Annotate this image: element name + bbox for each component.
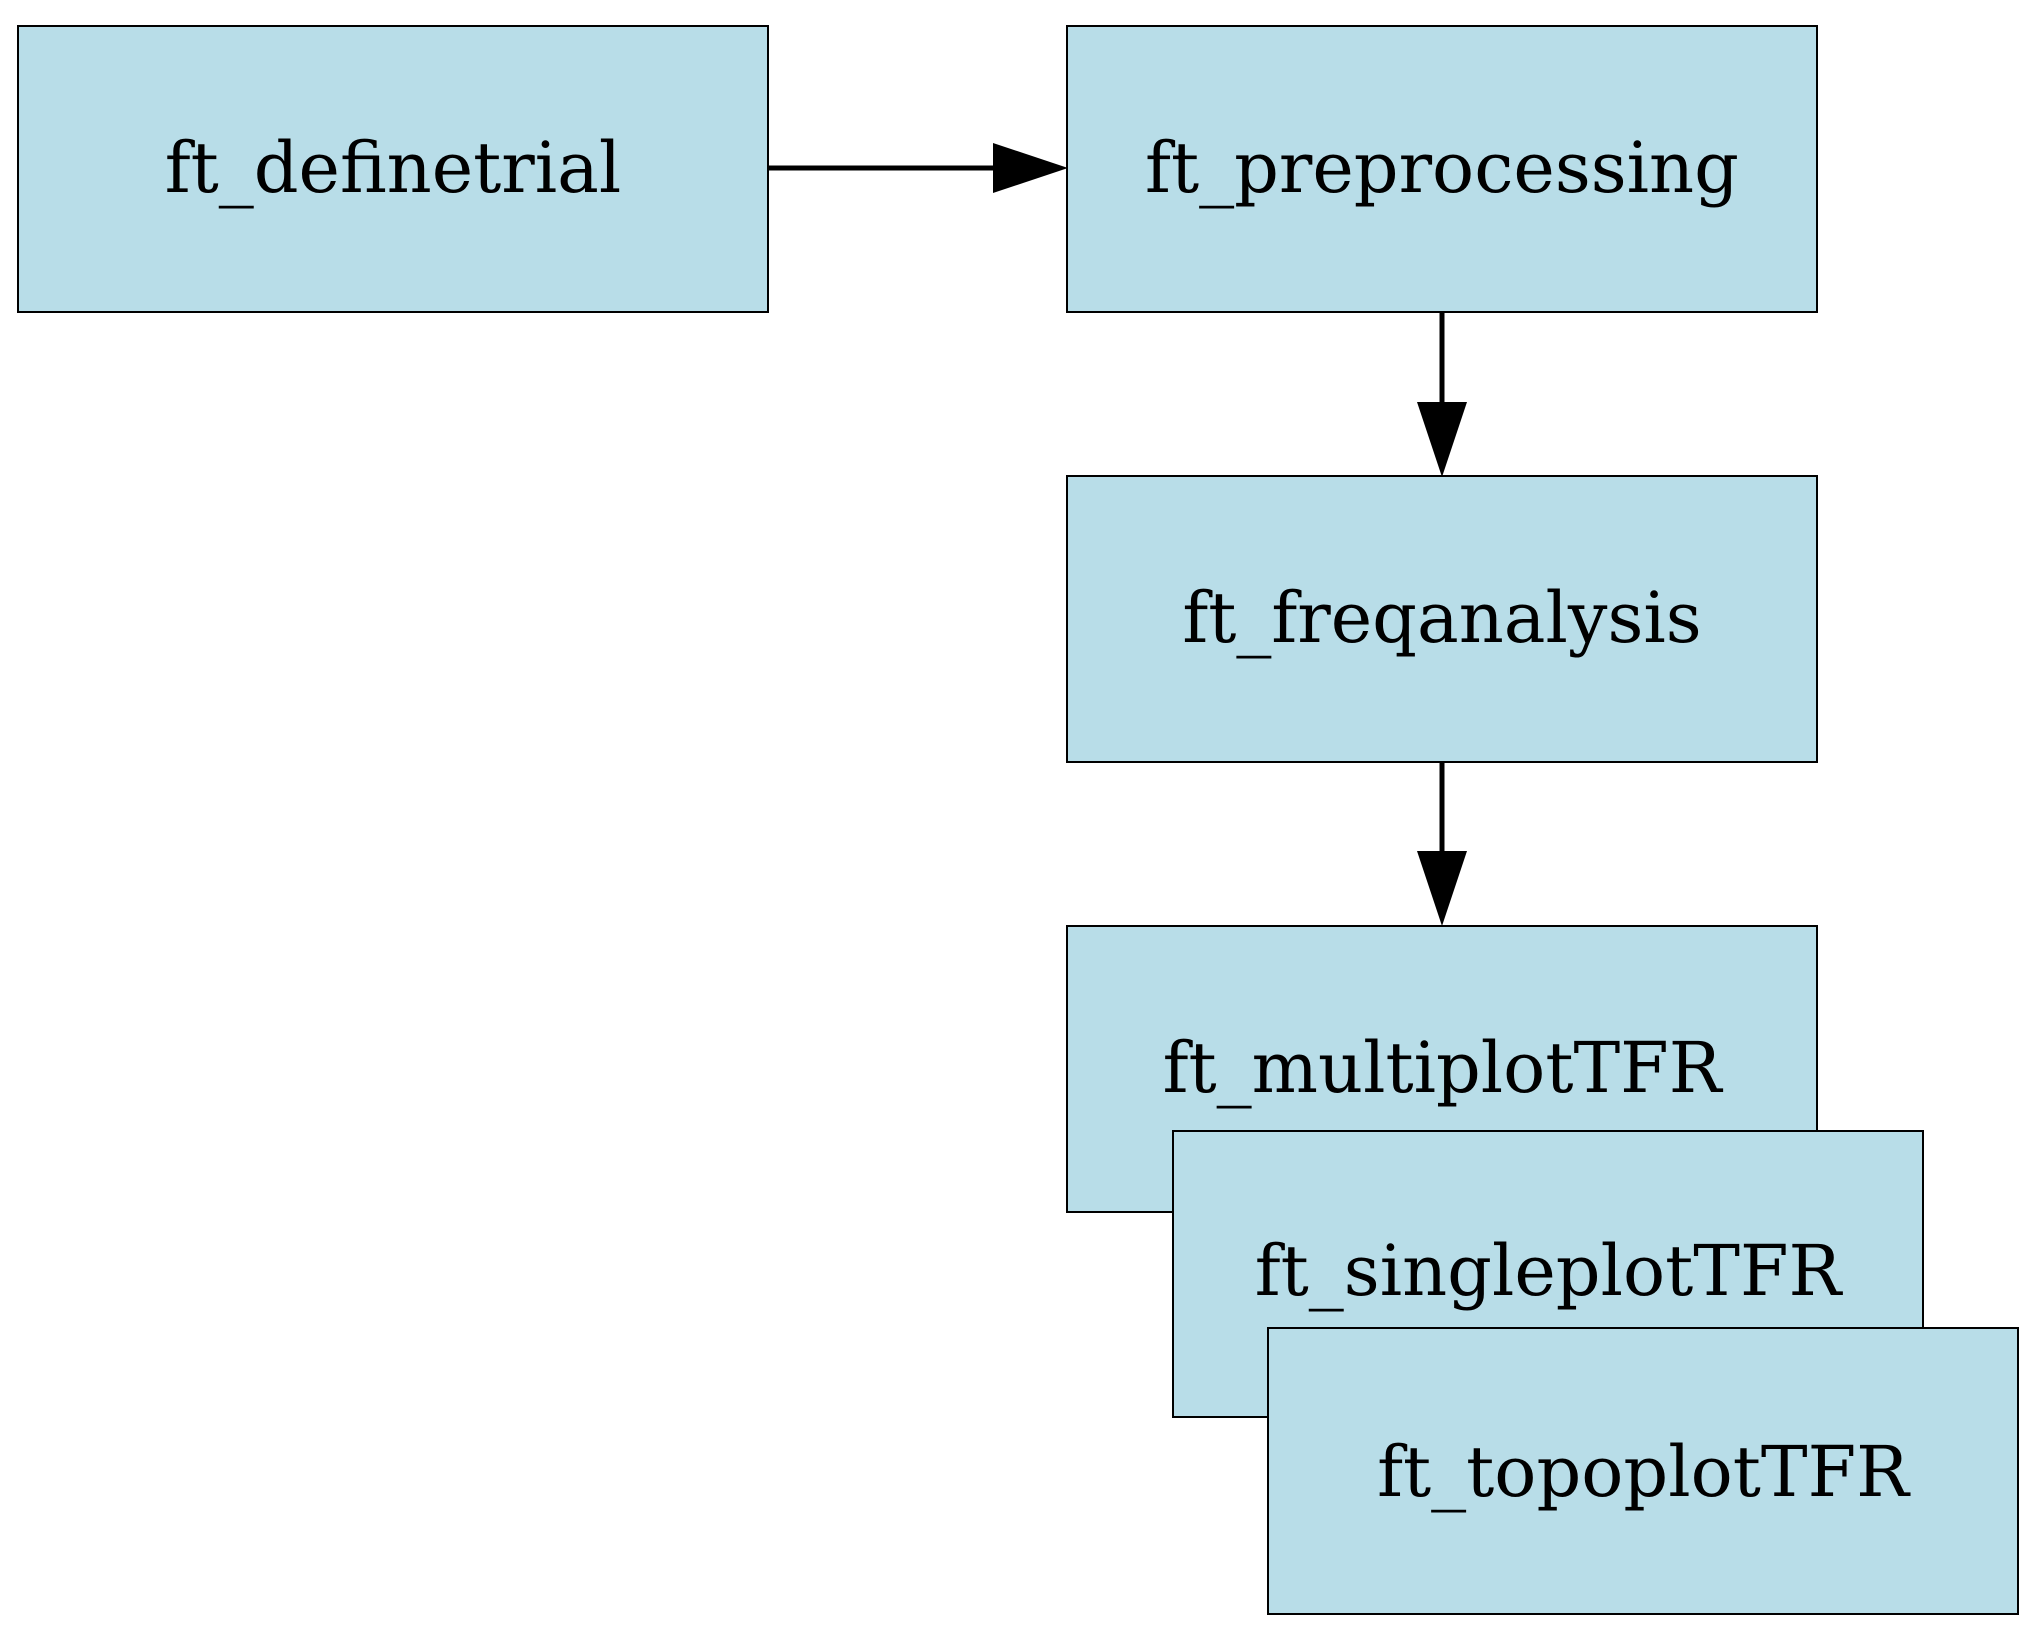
node-definetrial: ft_definetrial [17, 25, 769, 313]
node-box [1267, 1327, 2019, 1615]
node-label: ft_topoplotTFR [1377, 1431, 1911, 1513]
node-label: ft_singleplotTFR [1255, 1230, 1844, 1312]
arrowhead-down-icon [1417, 402, 1467, 477]
node-label: ft_preprocessing [1145, 127, 1739, 209]
edge-preprocessing-to-freqanalysis [1417, 312, 1467, 477]
node-topoplot: ft_topoplotTFR [1267, 1327, 2019, 1615]
edge-definetrial-to-preprocessing [768, 143, 1068, 193]
arrowhead-down-icon [1417, 851, 1467, 926]
node-box [1066, 25, 1818, 313]
node-label: ft_freqanalysis [1182, 577, 1701, 659]
node-preprocessing: ft_preprocessing [1066, 25, 1818, 313]
node-box [1066, 475, 1818, 763]
edge-freqanalysis-to-multiplot [1417, 762, 1467, 926]
node-label: ft_multiplotTFR [1163, 1027, 1724, 1109]
node-label: ft_definetrial [165, 127, 622, 209]
arrowhead-right-icon [993, 143, 1068, 193]
node-box [17, 25, 769, 313]
node-freqanalysis: ft_freqanalysis [1066, 475, 1818, 763]
